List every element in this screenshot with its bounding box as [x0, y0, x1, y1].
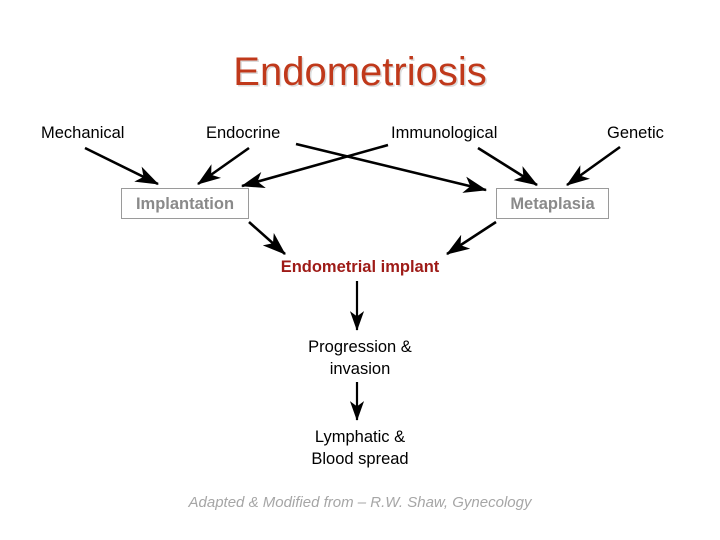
mechanism-box-implantation: Implantation: [121, 188, 249, 219]
cause-label-mechanical: Mechanical: [41, 124, 125, 142]
flow-step-progression-line1: Progression &: [308, 338, 412, 356]
flow-step-lymphatic-line1: Lymphatic &: [314, 428, 406, 446]
cause-label-genetic: Genetic: [607, 124, 664, 142]
flow-step-progression-line2: invasion: [329, 360, 391, 378]
page-title: Endometriosis: [233, 50, 487, 94]
arrow-mechanical-to-implantation: [84, 146, 159, 186]
mechanism-box-metaplasia: Metaplasia: [496, 188, 609, 219]
arrow-metaplasia-to-endometrial-implant: [446, 220, 497, 256]
arrow-endocrine-to-metaplasia: [295, 142, 488, 193]
outcome-label-endometrial-implant: Endometrial implant: [280, 258, 440, 276]
arrow-immunological-to-implantation: [240, 143, 389, 188]
cause-label-endocrine: Endocrine: [206, 124, 281, 142]
source-attribution: Adapted & Modified from – R.W. Shaw, Gyn…: [188, 494, 532, 511]
arrow-implantation-to-endometrial-implant: [248, 221, 286, 255]
arrow-immunological-to-metaplasia: [477, 146, 538, 187]
arrow-endocrine-to-implantation: [197, 146, 250, 186]
arrow-genetic-to-metaplasia: [566, 145, 621, 187]
flow-step-lymphatic: Lymphatic & Blood spread: [0, 426, 720, 470]
flow-step-lymphatic-line2: Blood spread: [311, 450, 409, 468]
cause-label-immunological: Immunological: [391, 124, 498, 142]
flow-step-progression: Progression & invasion: [0, 336, 720, 380]
